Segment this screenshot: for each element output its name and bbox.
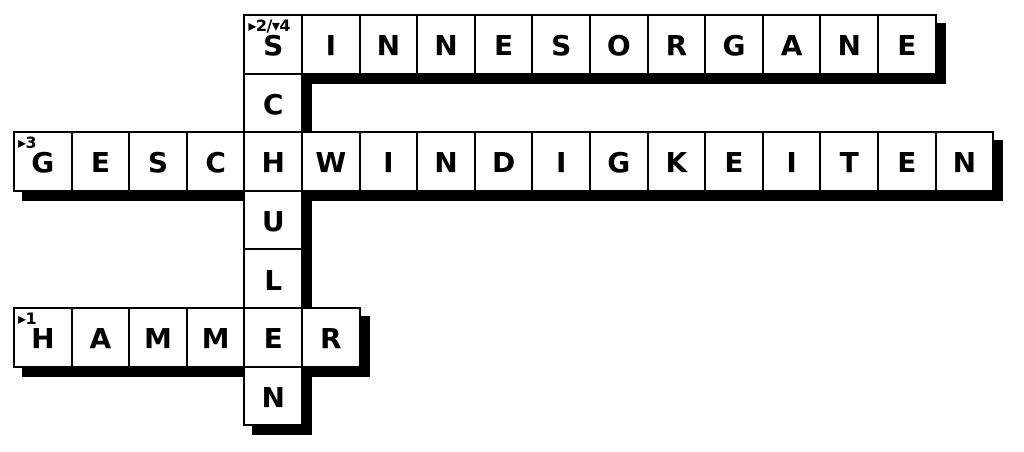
crossword-cell[interactable]: W [301, 131, 361, 192]
cell-letter: O [606, 29, 631, 63]
cell-letter: E [724, 146, 744, 180]
crossword-cell[interactable]: G [704, 14, 764, 75]
crossword-cell[interactable]: I [358, 131, 419, 192]
cell-letter: I [383, 146, 394, 180]
crossword-cell[interactable]: E [473, 14, 534, 75]
crossword-cell[interactable]: N [243, 365, 303, 427]
crossword-cell[interactable]: E [877, 131, 937, 192]
cell-letter: G [31, 146, 55, 180]
cell-letter: T [839, 146, 859, 180]
crossword-cell[interactable]: E [704, 131, 764, 192]
crossword-cell[interactable]: N [358, 14, 419, 75]
cell-letter: U [261, 205, 285, 239]
crossword-cell[interactable]: C [185, 131, 246, 192]
crossword-cell[interactable]: M [128, 307, 188, 368]
cell-letter: E [897, 146, 917, 180]
cell-marker: ▸3 [18, 133, 37, 153]
cell-letter: N [837, 29, 861, 63]
crossword-cell[interactable]: G▸3 [13, 131, 73, 192]
cell-letter: H [261, 146, 285, 180]
crossword-cell[interactable]: N [416, 14, 476, 75]
cell-letter: D [491, 146, 516, 180]
cell-letter: A [89, 322, 112, 356]
crossword-cell[interactable]: T [819, 131, 879, 192]
cell-letter: I [786, 146, 797, 180]
cell-letter: R [665, 29, 688, 63]
crossword-cell[interactable]: E [70, 131, 131, 192]
cell-letter: R [320, 322, 342, 356]
crossword-cell[interactable]: U [243, 189, 303, 251]
crossword-cell[interactable]: G [589, 131, 649, 192]
cell-letter: E [263, 322, 283, 356]
cell-letter: S [263, 29, 284, 63]
crossword-cell[interactable]: R [646, 14, 707, 75]
cell-marker: ▸2/▾4 [248, 16, 291, 35]
cell-letter: C [262, 87, 284, 121]
cell-letter: I [555, 146, 567, 180]
crossword-cell[interactable]: E [877, 14, 937, 75]
cell-letter: M [201, 322, 230, 356]
cell-letter: G [722, 29, 746, 63]
crossword-cell[interactable]: I [531, 131, 591, 192]
cell-letter: E [90, 146, 110, 180]
cell-letter: S [147, 146, 169, 180]
crossword-cell[interactable]: S▸2/▾4 [243, 14, 303, 75]
crossword-cell[interactable]: H [243, 131, 303, 192]
crossword-cell[interactable]: N [934, 131, 995, 192]
cell-letter: W [315, 146, 347, 180]
crossword-cell[interactable]: M [185, 307, 246, 368]
cell-letter: K [665, 146, 688, 180]
cell-letter: N [261, 380, 285, 414]
cell-letter: E [897, 29, 917, 63]
cell-letter: N [434, 146, 458, 180]
crossword-cell[interactable]: H▸1 [13, 307, 73, 368]
crossword-cell[interactable]: N [819, 14, 879, 75]
crossword-cell[interactable]: O [589, 14, 649, 75]
cell-letter: G [607, 146, 631, 180]
crossword-cell[interactable]: L [243, 248, 303, 309]
cell-letter: I [325, 29, 336, 63]
cell-letter: S [551, 29, 572, 63]
crossword-cell[interactable]: C [243, 72, 303, 134]
cell-letter: C [205, 146, 226, 180]
cell-letter: N [376, 29, 401, 63]
cell-letter: E [494, 29, 514, 63]
cell-letter: N [434, 29, 458, 63]
crossword-cell[interactable]: A [70, 307, 131, 368]
crossword-cell[interactable]: I [301, 14, 361, 75]
crossword-cell[interactable]: S [531, 14, 591, 75]
crossword-cell[interactable]: I [761, 131, 822, 192]
cell-letter: L [264, 263, 283, 297]
crossword-cell[interactable]: D [473, 131, 534, 192]
cell-marker: ▸1 [18, 309, 37, 328]
crossword-cell[interactable]: A [761, 14, 822, 75]
crossword-cell[interactable]: S [128, 131, 188, 192]
crossword-cell[interactable]: K [646, 131, 707, 192]
cell-letter: M [144, 322, 172, 356]
crossword-cell[interactable]: R [301, 307, 361, 368]
crossword-cell[interactable]: N [416, 131, 476, 192]
cell-letter: N [952, 146, 977, 180]
cell-letter: A [780, 29, 803, 63]
crossword-cell[interactable]: E [243, 307, 303, 368]
cell-letter: H [31, 322, 55, 356]
